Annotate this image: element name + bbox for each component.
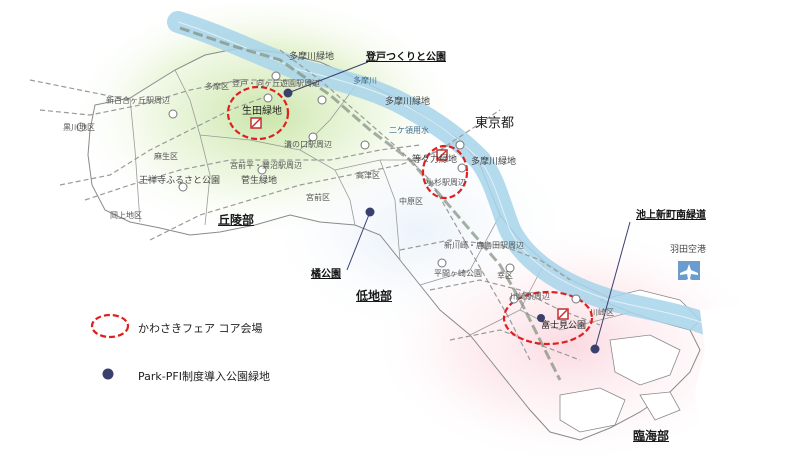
ward-saiwai: 幸区 <box>497 271 513 280</box>
park-noborito: 登戸つくりと公園 <box>366 52 446 63</box>
region-coast: 臨海部 <box>633 429 670 443</box>
tokyo-label: 東京都 <box>475 116 515 131</box>
place-ikuta: 生田緑地 <box>242 106 282 117</box>
core-ring-ikuta <box>226 85 290 141</box>
place-circles <box>76 71 581 304</box>
park-tachibana: 橘公園 <box>311 269 341 280</box>
ward-miyamae: 宮前区 <box>306 193 330 202</box>
ward-takatsu: 高津区 <box>356 171 380 180</box>
place-kosugi: 小杉駅周辺 <box>426 178 466 187</box>
place-okagami: 岡上地区 <box>110 211 142 220</box>
ward-kawasaki: 川崎区 <box>590 308 614 317</box>
railway-lines <box>29 49 601 361</box>
region-hills: 丘陵部 <box>218 213 255 227</box>
tokyo-bay <box>695 300 800 473</box>
park-ikegami: 池上新町南緑道 <box>636 210 706 221</box>
ward-nakahara: 中原区 <box>399 197 423 206</box>
place-noborito-station: 登戸・向ヶ丘遊園駅周辺 <box>232 79 320 88</box>
place-sugao: 菅生緑地 <box>241 176 278 186</box>
place-tamagawa-3: 多摩川緑地 <box>471 157 517 167</box>
place-heimagasaki: 平間ヶ崎公園 <box>434 269 482 278</box>
place-tamagawa-2: 多摩川緑地 <box>385 97 431 107</box>
leader-lines <box>287 61 631 350</box>
venue-markers <box>250 117 569 320</box>
place-shinkawasaki: 新川崎・鹿島田駅周辺 <box>444 241 524 250</box>
legend-park-pfi: Park-PFI制度導入公園緑地 <box>138 370 270 383</box>
river-nikaryo: 二ケ領用水 <box>389 126 429 135</box>
place-miyamaedaira: 宮前平・鷺沼駅周辺 <box>230 161 302 170</box>
place-shinyuri: 新百合ヶ丘駅周辺 <box>106 96 170 105</box>
place-todoroki: 等々力緑地 <box>412 155 458 165</box>
place-mizonokuchi: 溝の口駅周辺 <box>284 140 332 149</box>
legend-ring-symbol <box>90 313 130 339</box>
place-ozenji: 王禅寺ふるさと公園 <box>139 176 221 186</box>
place-kawasaki-station: 川崎駅周辺 <box>510 292 550 301</box>
main-rail <box>179 26 562 381</box>
core-ring-fujimi <box>502 290 594 346</box>
place-tamagawa-1: 多摩川緑地 <box>289 52 335 62</box>
place-kurokawa: 黒川地区 <box>63 123 95 132</box>
region-lowland: 低地部 <box>356 289 393 303</box>
park-dot-fujimi <box>537 314 545 322</box>
legend-dot-symbol <box>102 368 114 380</box>
ward-asao: 麻生区 <box>154 152 178 161</box>
core-ring-todoroki <box>421 144 469 200</box>
place-haneda: 羽田空港 <box>670 245 707 255</box>
place-fujimi: 富士見公園 <box>541 321 587 331</box>
ward-tama: 多摩区 <box>205 82 229 91</box>
river-tamagawa: 多摩川 <box>353 76 377 85</box>
legend-core-venue: かわさきフェア コア会場 <box>138 322 263 335</box>
